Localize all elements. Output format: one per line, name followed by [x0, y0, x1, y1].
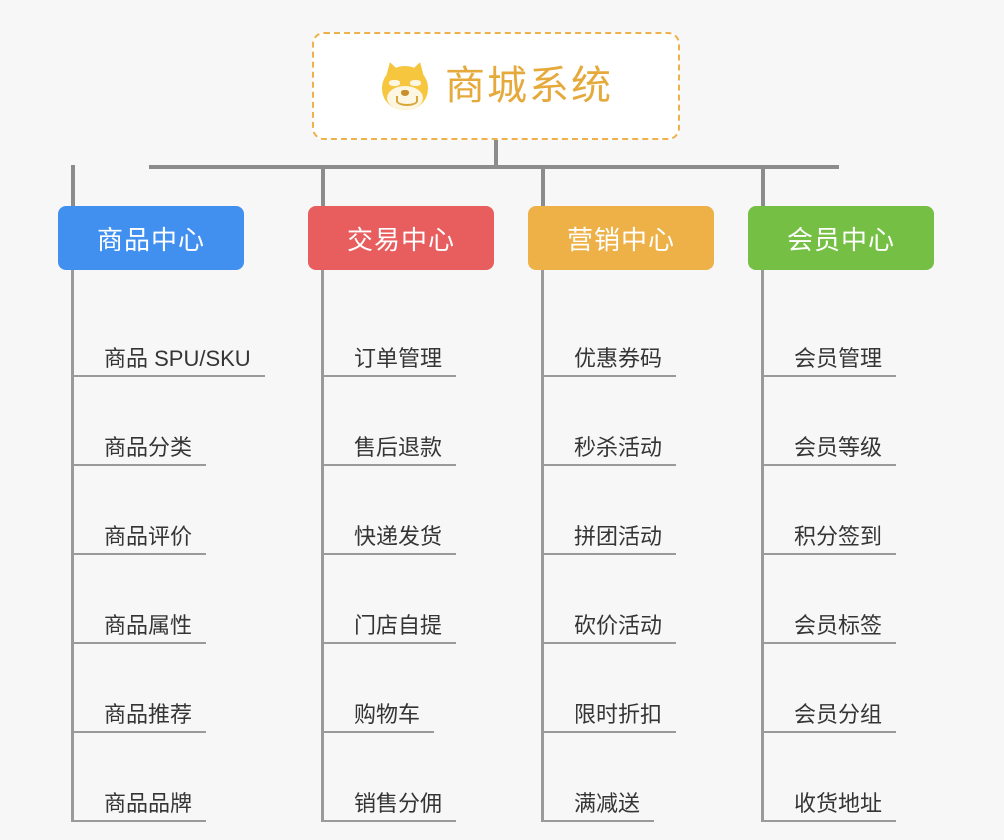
leaf-label: 商品品牌	[104, 790, 193, 816]
category-header-product-center[interactable]: 商品中心	[58, 206, 244, 270]
leaf-label: 售后退款	[354, 434, 443, 460]
connector-drop-product-center	[71, 165, 75, 210]
leaf-label: 优惠券码	[574, 345, 663, 371]
leaf-underline: 商品分类	[74, 434, 207, 466]
leaf-item[interactable]: 拼团活动	[544, 466, 714, 555]
leaf-underline: 商品 SPU/SKU	[74, 345, 265, 377]
connector-drop-member-center	[761, 165, 765, 210]
leaf-underline: 商品推荐	[74, 701, 207, 733]
shiba-dog-emoji-icon	[379, 59, 431, 112]
root-node[interactable]: 商城系统	[312, 32, 680, 140]
leaf-underline: 商品品牌	[74, 790, 207, 822]
leaf-underline: 销售分佣	[324, 790, 457, 822]
leaf-list-member-center: 会员管理会员等级积分签到会员标签会员分组收货地址	[761, 270, 934, 822]
leaf-underline: 订单管理	[324, 345, 457, 377]
leaf-label: 快递发货	[354, 523, 443, 549]
leaf-item[interactable]: 快递发货	[324, 466, 494, 555]
leaf-item[interactable]: 积分签到	[764, 466, 934, 555]
leaf-item[interactable]: 购物车	[324, 644, 494, 733]
leaf-item[interactable]: 秒杀活动	[544, 377, 714, 466]
leaf-underline: 会员分组	[764, 701, 897, 733]
category-header-marketing-center[interactable]: 营销中心	[528, 206, 714, 270]
leaf-label: 拼团活动	[574, 523, 663, 549]
dog-eye-right	[410, 80, 421, 86]
leaf-label: 限时折扣	[574, 701, 663, 727]
leaf-underline: 砍价活动	[544, 612, 677, 644]
dog-eye-left	[389, 80, 400, 86]
leaf-underline: 商品属性	[74, 612, 207, 644]
leaf-item[interactable]: 商品 SPU/SKU	[74, 288, 265, 377]
leaf-label: 收货地址	[794, 790, 883, 816]
leaf-underline: 购物车	[324, 701, 435, 733]
leaf-underline: 快递发货	[324, 523, 457, 555]
leaf-list-trade-center: 订单管理售后退款快递发货门店自提购物车销售分佣	[321, 270, 494, 822]
leaf-item[interactable]: 商品分类	[74, 377, 244, 466]
leaf-list-product-center: 商品 SPU/SKU 商品分类商品评价商品属性商品推荐商品品牌	[71, 270, 265, 822]
connector-drop-trade-center	[321, 165, 325, 210]
dog-nose	[401, 90, 409, 96]
leaf-label: 商品推荐	[104, 701, 193, 727]
connector-drop-marketing-center	[541, 165, 545, 210]
leaf-underline: 会员管理	[764, 345, 897, 377]
leaf-label: 商品属性	[104, 612, 193, 638]
column-product-center: 商品中心商品 SPU/SKU 商品分类商品评价商品属性商品推荐商品品牌	[58, 206, 265, 822]
leaf-item[interactable]: 会员分组	[764, 644, 934, 733]
leaf-label: 商品评价	[104, 523, 193, 549]
leaf-label: 购物车	[354, 701, 421, 727]
leaf-underline: 会员标签	[764, 612, 897, 644]
dog-mouth	[396, 96, 418, 106]
leaf-label: 会员等级	[794, 434, 883, 460]
leaf-underline: 收货地址	[764, 790, 897, 822]
leaf-underline: 积分签到	[764, 523, 897, 555]
leaf-label: 会员标签	[794, 612, 883, 638]
leaf-label: 砍价活动	[574, 612, 663, 638]
leaf-item[interactable]: 会员等级	[764, 377, 934, 466]
leaf-item[interactable]: 满减送	[544, 733, 714, 822]
leaf-list-marketing-center: 优惠券码秒杀活动拼团活动砍价活动限时折扣满减送	[541, 270, 714, 822]
leaf-label: 订单管理	[354, 345, 443, 371]
leaf-item[interactable]: 售后退款	[324, 377, 494, 466]
leaf-label: 商品分类	[104, 434, 193, 460]
leaf-underline: 限时折扣	[544, 701, 677, 733]
leaf-label: 会员管理	[794, 345, 883, 371]
leaf-item[interactable]: 收货地址	[764, 733, 934, 822]
leaf-underline: 拼团活动	[544, 523, 677, 555]
leaf-underline: 商品评价	[74, 523, 207, 555]
leaf-item[interactable]: 限时折扣	[544, 644, 714, 733]
leaf-underline: 门店自提	[324, 612, 457, 644]
leaf-item[interactable]: 商品评价	[74, 466, 244, 555]
leaf-item[interactable]: 商品属性	[74, 555, 244, 644]
leaf-underline: 售后退款	[324, 434, 457, 466]
leaf-label: 门店自提	[354, 612, 443, 638]
root-title: 商城系统	[445, 64, 613, 108]
column-member-center: 会员中心会员管理会员等级积分签到会员标签会员分组收货地址	[748, 206, 934, 822]
leaf-underline: 优惠券码	[544, 345, 677, 377]
leaf-item[interactable]: 销售分佣	[324, 733, 494, 822]
leaf-label: 积分签到	[794, 523, 883, 549]
category-header-member-center[interactable]: 会员中心	[748, 206, 934, 270]
connector-horizontal-bus	[149, 165, 839, 169]
leaf-underline: 会员等级	[764, 434, 897, 466]
leaf-item[interactable]: 会员标签	[764, 555, 934, 644]
leaf-item[interactable]: 砍价活动	[544, 555, 714, 644]
leaf-item[interactable]: 会员管理	[764, 288, 934, 377]
leaf-item[interactable]: 订单管理	[324, 288, 494, 377]
leaf-label: 满减送	[574, 790, 641, 816]
leaf-label: 销售分佣	[354, 790, 443, 816]
column-trade-center: 交易中心订单管理售后退款快递发货门店自提购物车销售分佣	[308, 206, 494, 822]
leaf-underline: 满减送	[544, 790, 655, 822]
leaf-item[interactable]: 商品品牌	[74, 733, 244, 822]
leaf-item[interactable]: 门店自提	[324, 555, 494, 644]
leaf-item[interactable]: 优惠券码	[544, 288, 714, 377]
category-header-trade-center[interactable]: 交易中心	[308, 206, 494, 270]
connector-root-stem	[494, 140, 498, 168]
leaf-item[interactable]: 商品推荐	[74, 644, 244, 733]
column-marketing-center: 营销中心优惠券码秒杀活动拼团活动砍价活动限时折扣满减送	[528, 206, 714, 822]
leaf-label: 秒杀活动	[574, 434, 663, 460]
leaf-label: 商品 SPU/SKU	[104, 345, 251, 371]
leaf-underline: 秒杀活动	[544, 434, 677, 466]
leaf-label: 会员分组	[794, 701, 883, 727]
